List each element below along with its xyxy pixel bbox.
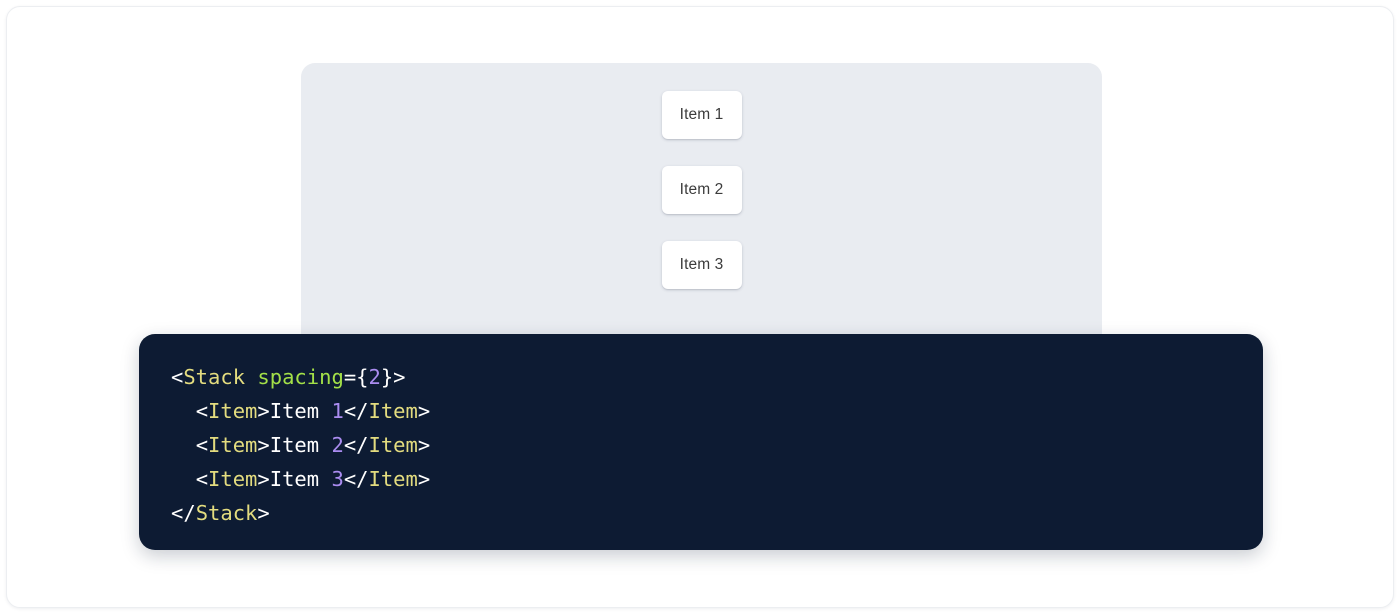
code-token-punct: < bbox=[171, 365, 184, 389]
code-token-tag: Item bbox=[368, 433, 418, 457]
stack-item[interactable]: Item 2 bbox=[661, 166, 742, 214]
code-indent bbox=[171, 467, 196, 491]
code-token-tag: Item bbox=[368, 399, 418, 423]
code-token-punct: </ bbox=[343, 467, 369, 491]
code-token-punct: > bbox=[257, 501, 270, 525]
code-token-text: Item bbox=[269, 433, 332, 457]
stack-item[interactable]: Item 1 bbox=[661, 91, 742, 139]
code-token-punct: </ bbox=[343, 399, 369, 423]
code-token-punct: > bbox=[417, 433, 431, 457]
stack-item-label: Item 1 bbox=[679, 106, 724, 123]
code-token-punct: </ bbox=[171, 501, 196, 525]
code-indent bbox=[171, 399, 196, 423]
stack-item-label: Item 2 bbox=[679, 181, 724, 198]
code-token-punct: > bbox=[257, 433, 270, 457]
code-token-punct: < bbox=[195, 399, 209, 423]
code-token-punct: > bbox=[417, 467, 431, 491]
code-token-punct: > bbox=[257, 467, 270, 491]
code-token-text: Item bbox=[269, 399, 332, 423]
code-token-attr: spacing bbox=[257, 365, 344, 389]
stack-item-label: Item 3 bbox=[679, 256, 724, 273]
code-token-num: 2 bbox=[368, 365, 381, 389]
code-token-tag: Item bbox=[208, 399, 258, 423]
code-token-punct bbox=[245, 365, 257, 389]
code-token-tag: Item bbox=[208, 467, 258, 491]
code-token-text: Item bbox=[269, 467, 332, 491]
code-token-punct: > bbox=[257, 399, 270, 423]
code-token-tag: Item bbox=[208, 433, 258, 457]
code-token-tag: Item bbox=[368, 467, 418, 491]
code-token-num: 2 bbox=[331, 433, 344, 457]
code-token-punct: < bbox=[195, 467, 209, 491]
code-token-punct: ={ bbox=[343, 365, 369, 389]
stack-container: Item 1 Item 2 Item 3 bbox=[301, 91, 1102, 289]
component-preview-panel: Item 1 Item 2 Item 3 bbox=[301, 63, 1102, 353]
code-token-punct: > bbox=[417, 399, 431, 423]
code-line: <Item>Item 2</Item> bbox=[171, 428, 1263, 462]
stack-item[interactable]: Item 3 bbox=[661, 241, 742, 289]
code-token-punct: </ bbox=[343, 433, 369, 457]
code-line: <Stack spacing={2}> bbox=[171, 360, 1263, 394]
code-block: <Stack spacing={2}> <Item>Item 1</Item> … bbox=[139, 334, 1263, 550]
code-line: </Stack> bbox=[171, 496, 1263, 530]
code-content[interactable]: <Stack spacing={2}> <Item>Item 1</Item> … bbox=[171, 360, 1263, 530]
code-token-num: 3 bbox=[331, 467, 344, 491]
code-indent bbox=[171, 433, 196, 457]
code-line: <Item>Item 1</Item> bbox=[171, 394, 1263, 428]
code-token-num: 1 bbox=[331, 399, 344, 423]
code-token-tag: Stack bbox=[195, 501, 258, 525]
code-token-tag: Stack bbox=[183, 365, 246, 389]
code-token-punct: < bbox=[195, 433, 209, 457]
code-token-punct: }> bbox=[380, 365, 406, 389]
code-line: <Item>Item 3</Item> bbox=[171, 462, 1263, 496]
